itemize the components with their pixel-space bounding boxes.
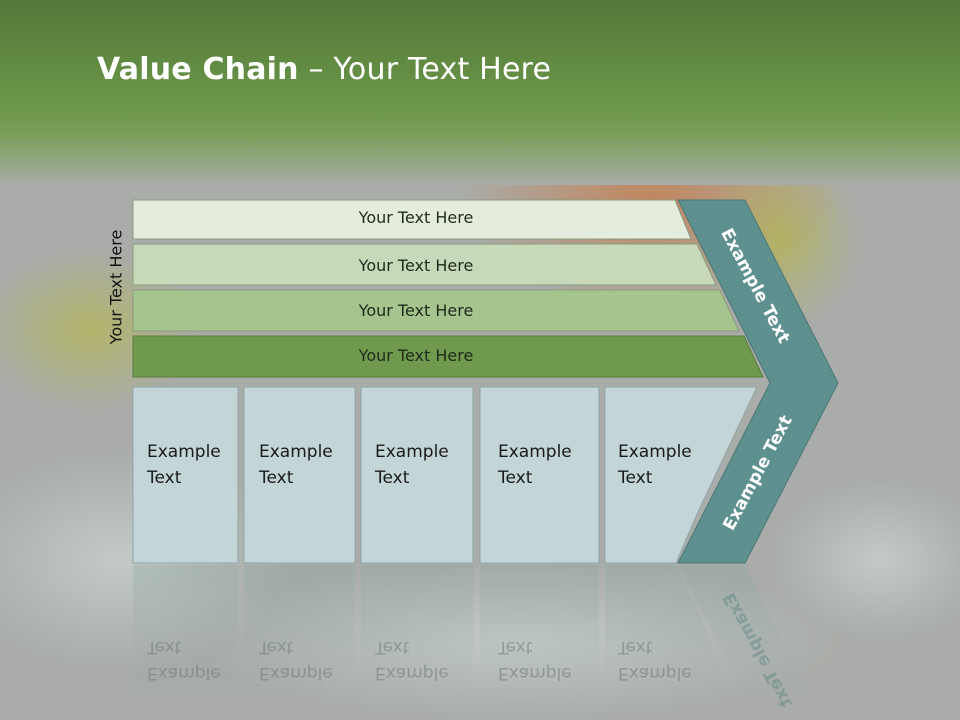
- row-label-1: Your Text Here: [358, 208, 474, 227]
- row-label-3: Your Text Here: [358, 301, 474, 320]
- example-box-2: [243, 386, 356, 564]
- row-label-2: Your Text Here: [358, 256, 474, 275]
- chevron-reflection: [678, 565, 810, 695]
- box-text-line: Text: [375, 468, 410, 488]
- box-reflection: [133, 565, 238, 695]
- box-text-line: Example: [375, 442, 449, 462]
- reflection-line: Text: [147, 637, 182, 657]
- reflection-line: Text: [375, 637, 410, 657]
- box-text-reflection: Example Text: [147, 634, 242, 686]
- reflection-group: [133, 565, 810, 695]
- row-bar-1: [132, 199, 692, 240]
- example-box-1: [132, 386, 239, 564]
- chevron-arrow: [677, 199, 839, 564]
- row-bar-2: [132, 243, 717, 286]
- reflection-line: Text: [498, 637, 533, 657]
- box-text-reflection: Example Text: [618, 634, 713, 686]
- example-box-4: [479, 386, 600, 564]
- box-text-line: Text: [259, 468, 294, 488]
- box-reflection: [480, 565, 599, 695]
- box-text-line: Example: [618, 442, 692, 462]
- row-label-4: Your Text Here: [358, 346, 474, 365]
- side-vertical-label: Your Text Here: [106, 229, 126, 345]
- slide-title: Value Chain – Your Text Here: [97, 52, 551, 87]
- reflection-line: Text: [618, 637, 653, 657]
- box-reflection: [244, 565, 355, 695]
- box-text-reflection: Example Text: [259, 634, 354, 686]
- reflection-line: Example: [618, 663, 692, 683]
- reflection-line: Example: [375, 663, 449, 683]
- row-bar-4: [132, 335, 764, 378]
- title-rest: – Your Text Here: [298, 52, 552, 87]
- reflection-line: Text: [259, 637, 294, 657]
- box-text-line: Example: [147, 442, 221, 462]
- example-box-5: [604, 386, 758, 564]
- box-text-reflection: Example Text: [498, 634, 593, 686]
- example-box-3: [360, 386, 474, 564]
- reflection-line: Example: [259, 663, 333, 683]
- title-bold: Value Chain: [97, 52, 299, 87]
- box-text-line: Example: [498, 442, 572, 462]
- reflection-line: Example: [498, 663, 572, 683]
- box-reflection: [605, 565, 730, 695]
- box-text-line: Text: [498, 468, 533, 488]
- box-text-line: Text: [147, 468, 182, 488]
- water-splash-decoration: [770, 480, 960, 640]
- box-reflection: [361, 565, 473, 695]
- row-bar-3: [132, 289, 740, 332]
- box-text-line: Example: [259, 442, 333, 462]
- box-text-reflection: Example Text: [375, 634, 470, 686]
- box-text-line: Text: [618, 468, 653, 488]
- reflection-line: Example: [147, 663, 221, 683]
- box-group: [132, 386, 758, 564]
- header-band: [0, 0, 960, 185]
